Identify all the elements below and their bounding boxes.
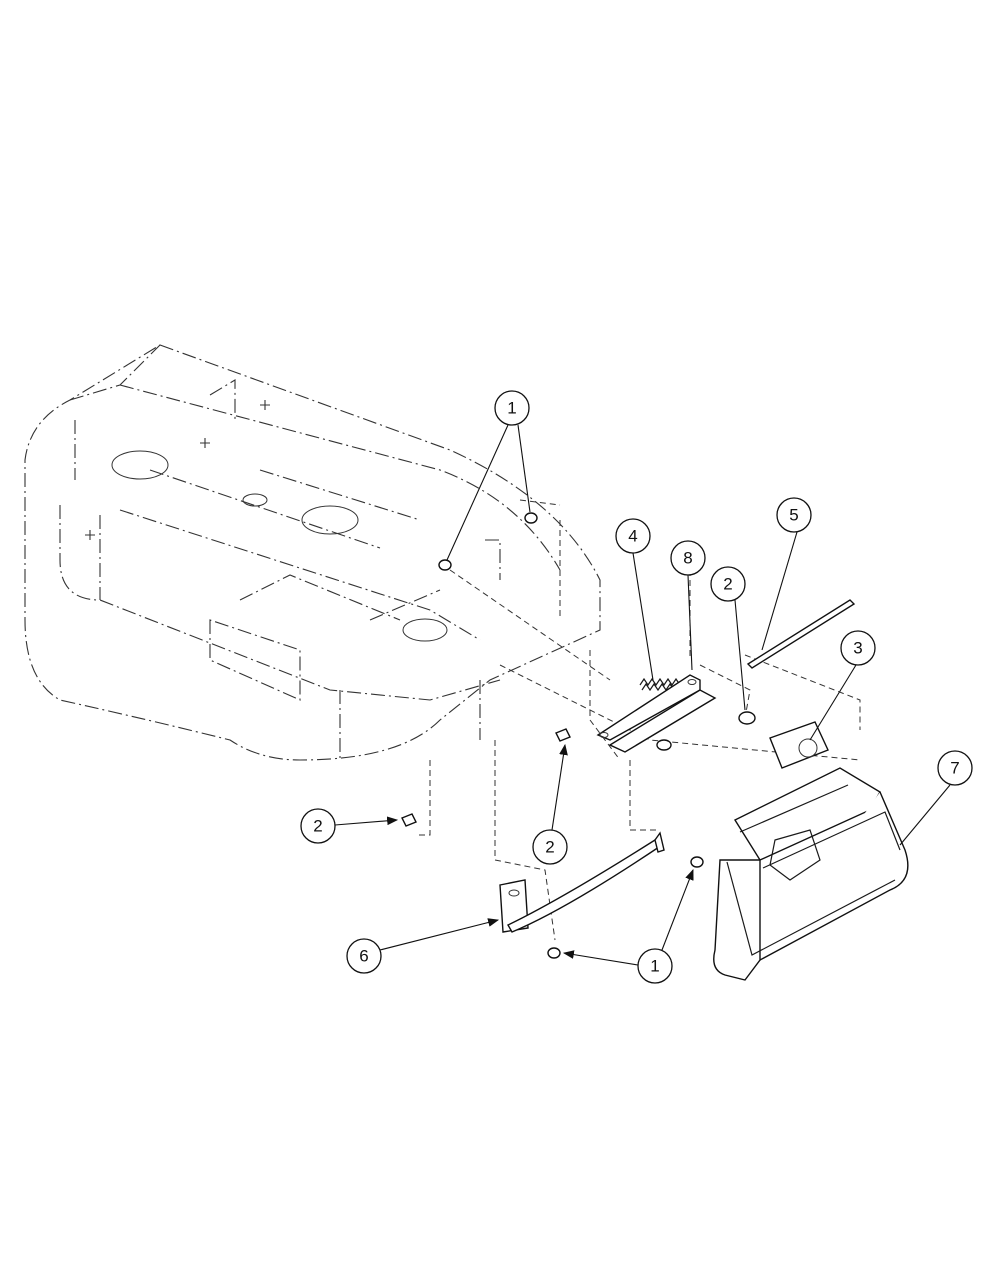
rod-part [746,599,856,669]
callout-5-label: 5 [789,506,798,525]
mower-deck [24,344,601,761]
callout-1-top-label: 1 [507,399,516,418]
callout-2-left-label: 2 [313,817,322,836]
discharge-chute-part [713,767,909,981]
callout-4-label: 4 [628,527,637,546]
decal-part [769,721,829,769]
callout-2-right-label: 2 [723,575,732,594]
bolt-parts [401,711,756,827]
callout-6-label: 6 [359,947,368,966]
callout-7-label: 7 [950,759,959,778]
callout-8: 8 [670,540,706,576]
nut-parts [438,512,704,959]
callout-1-bottom: 1 [637,948,673,984]
callout-1-top: 1 [494,390,530,426]
callout-2-left: 2 [300,808,336,844]
hinge-bracket-part [596,674,717,753]
callout-7: 7 [937,750,973,786]
callout-2-right: 2 [710,566,746,602]
callout-2-middle: 2 [532,829,568,865]
callout-5: 5 [776,497,812,533]
leader-lines [334,424,951,966]
callout-4: 4 [615,518,651,554]
callout-1-bottom-label: 1 [650,957,659,976]
callout-3-label: 3 [853,639,862,658]
callout-6: 6 [346,938,382,974]
support-bar-part [499,831,665,933]
callout-2-middle-label: 2 [545,838,554,857]
callout-8-label: 8 [683,549,692,568]
callout-3: 3 [840,630,876,666]
